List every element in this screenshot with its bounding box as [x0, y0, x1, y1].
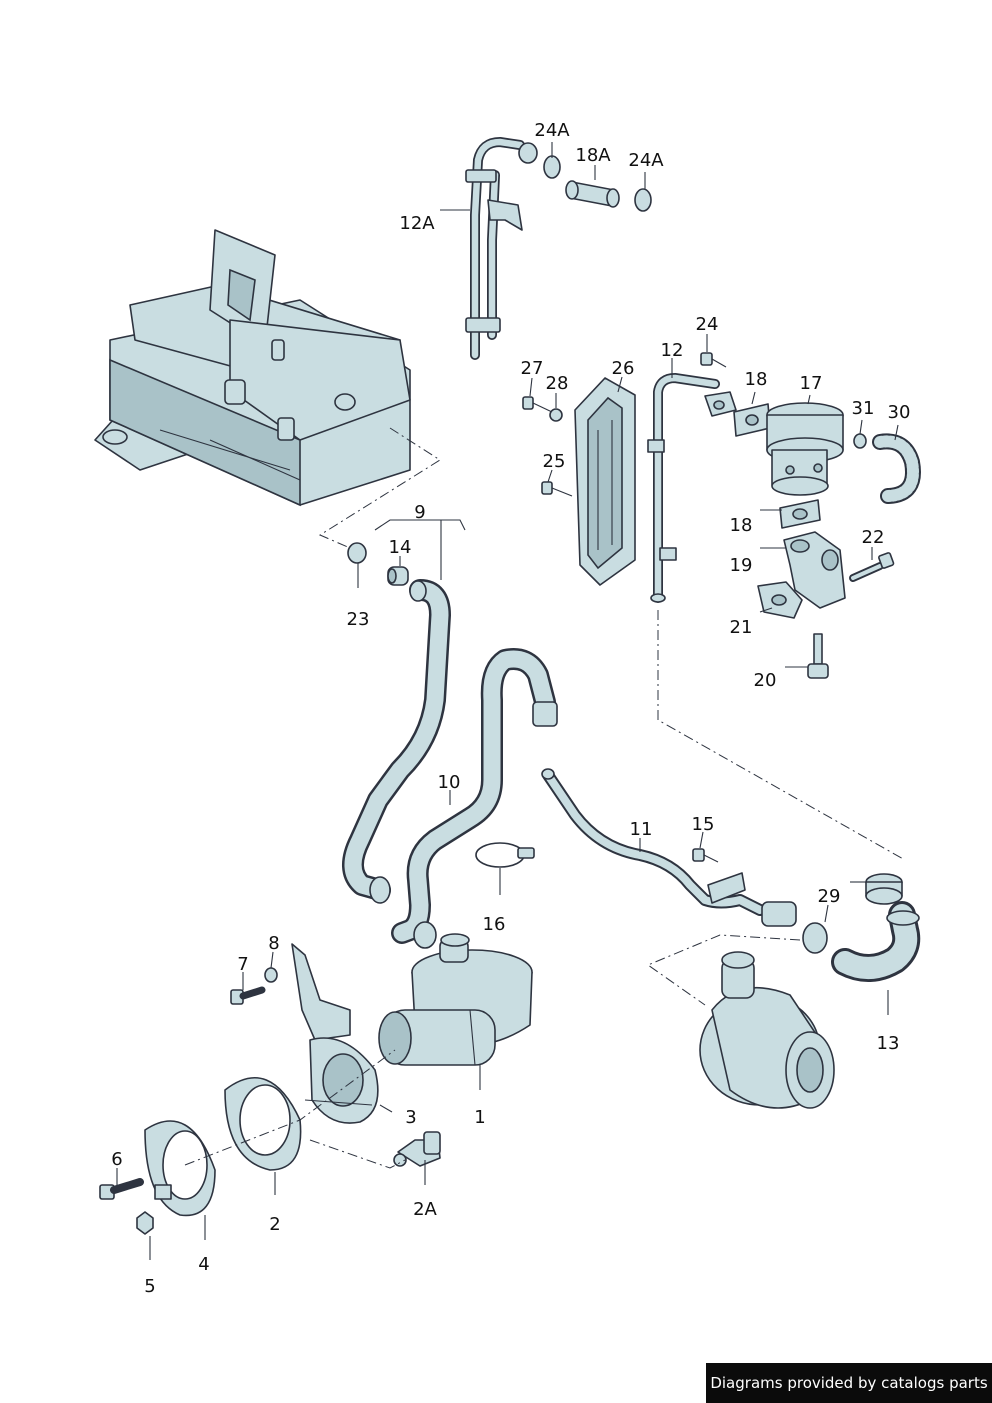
turbocharger [699, 951, 835, 1109]
bracket-3 [291, 943, 379, 1124]
bolt-24 [700, 352, 727, 368]
label-24: 24 [696, 314, 719, 335]
bolt-22 [849, 552, 895, 582]
label-21: 21 [730, 617, 753, 638]
label-9: 9 [414, 502, 425, 523]
label-19: 19 [730, 555, 753, 576]
label-2A: 2A [413, 1199, 437, 1220]
label-14: 14 [389, 537, 412, 558]
label-23: 23 [347, 609, 370, 630]
bolt-6 [99, 1178, 144, 1200]
ring-2 [224, 1076, 302, 1171]
clamp-29 [802, 873, 903, 954]
bolt-25 [541, 481, 573, 497]
label-2: 2 [269, 1214, 280, 1235]
label-18A: 18A [575, 145, 611, 166]
gasket-18-low [779, 499, 821, 529]
flange-19 [783, 531, 846, 609]
hose-13 [831, 901, 921, 982]
label-20: 20 [754, 670, 777, 691]
label-18-top: 18 [745, 369, 768, 390]
clamp-31 [853, 433, 867, 449]
clamp-24A-a [543, 155, 561, 179]
label-12: 12 [661, 340, 684, 361]
clip-16 [475, 842, 535, 868]
label-4: 4 [198, 1254, 209, 1275]
bolt-27 [522, 396, 553, 413]
bolt-7 [230, 986, 266, 1005]
ring-4 [144, 1120, 216, 1217]
connector-14 [387, 566, 409, 586]
label-27: 27 [521, 358, 544, 379]
label-13: 13 [877, 1033, 900, 1054]
air-pump-1 [378, 933, 533, 1066]
heat-shield-26 [574, 377, 636, 586]
label-24A-a: 24A [534, 120, 570, 141]
bolt-20 [807, 633, 829, 679]
label-11: 11 [630, 819, 653, 840]
label-10: 10 [438, 772, 461, 793]
label-7: 7 [237, 954, 248, 975]
footer-credit: Diagrams provided by catalogs parts [706, 1363, 992, 1403]
label-5: 5 [144, 1276, 155, 1297]
pipe-12 [647, 373, 737, 603]
hose-10 [391, 648, 558, 949]
sensor-2A [393, 1131, 441, 1167]
label-26: 26 [612, 358, 635, 379]
pipe-11 [541, 768, 797, 927]
air-filter-housing [94, 229, 411, 507]
hose-30 [872, 433, 921, 504]
callout-labels: 24A 18A 24A 12A 24 12 18 17 31 30 27 28 … [111, 120, 910, 1297]
gasket-18-top [733, 403, 771, 437]
label-18-low: 18 [730, 515, 753, 536]
hose-9 [342, 579, 451, 904]
label-29: 29 [818, 886, 841, 907]
label-1: 1 [474, 1107, 485, 1128]
label-24A-b: 24A [628, 150, 664, 171]
label-15: 15 [692, 814, 715, 835]
valve-17 [766, 402, 844, 496]
washer-28 [549, 408, 563, 422]
label-16: 16 [483, 914, 506, 935]
dashed-links [184, 427, 906, 1169]
nut-5 [136, 1211, 154, 1235]
clamp-24A-b [634, 188, 652, 212]
label-8: 8 [268, 933, 279, 954]
label-31: 31 [852, 398, 875, 419]
label-22: 22 [862, 527, 885, 548]
label-17: 17 [800, 373, 823, 394]
bolt-15 [692, 848, 719, 863]
label-25: 25 [543, 451, 566, 472]
washer-8 [264, 967, 278, 983]
label-6: 6 [111, 1149, 122, 1170]
pipe-12A [465, 137, 538, 360]
callout-leaders [116, 142, 899, 1260]
label-3: 3 [405, 1107, 416, 1128]
clamp-23 [347, 542, 367, 564]
label-30: 30 [888, 402, 911, 423]
hose-18A [565, 180, 620, 208]
label-28: 28 [546, 373, 569, 394]
label-12A: 12A [399, 213, 435, 234]
